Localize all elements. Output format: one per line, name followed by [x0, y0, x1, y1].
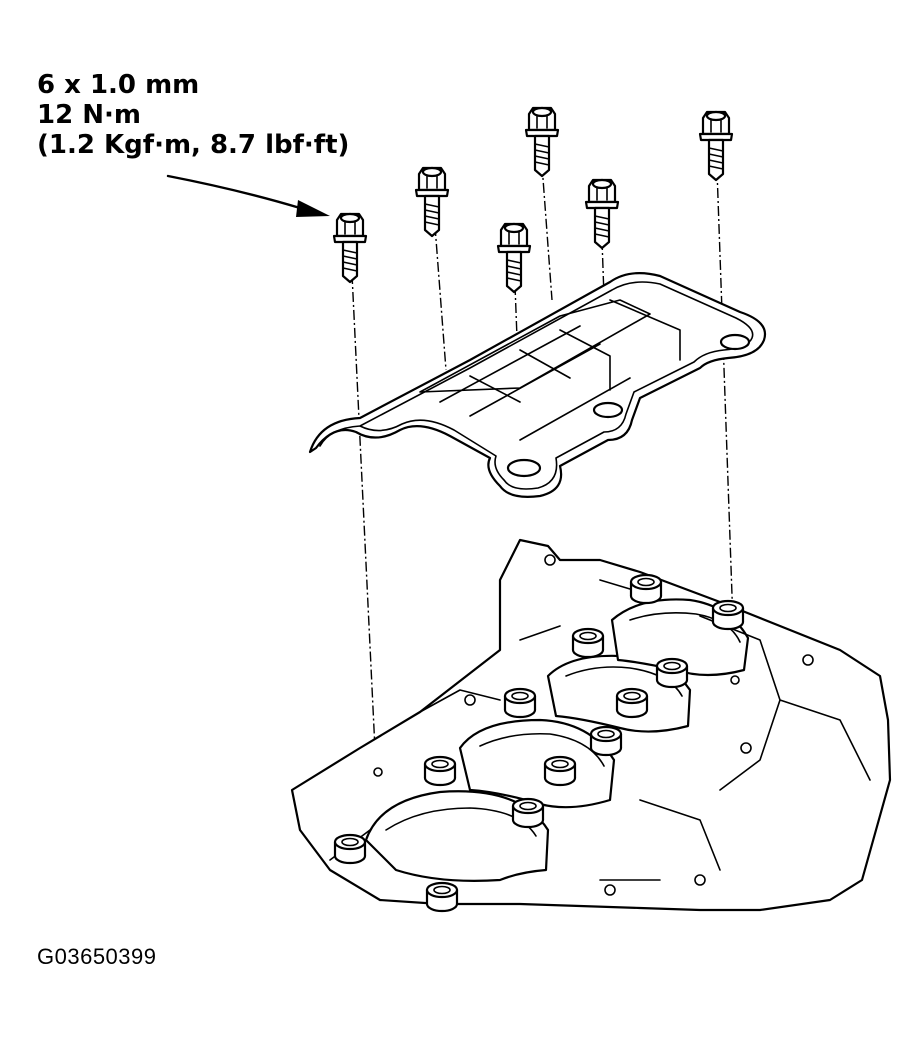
baffle-plate [308, 271, 767, 498]
bolt-1 [332, 212, 368, 284]
engine-block [290, 538, 892, 913]
bolt-6 [698, 110, 734, 182]
bolts [332, 106, 734, 294]
bolt-4 [524, 106, 560, 178]
bolt-size-label: 6 x 1.0 mm [37, 70, 200, 100]
torque-callout: 6 x 1.0 mm 12 N·m (1.2 Kgf·m, 8.7 lbf·ft… [37, 70, 349, 160]
bolt-3 [496, 222, 532, 294]
figure-id: G03650399 [37, 944, 157, 969]
bolt-2 [414, 166, 450, 238]
torque-nm-label: 12 N·m [37, 100, 141, 130]
leader-arrow [166, 174, 330, 217]
torque-alt-label: (1.2 Kgf·m, 8.7 lbf·ft) [37, 130, 350, 160]
bolt-5 [584, 178, 620, 250]
